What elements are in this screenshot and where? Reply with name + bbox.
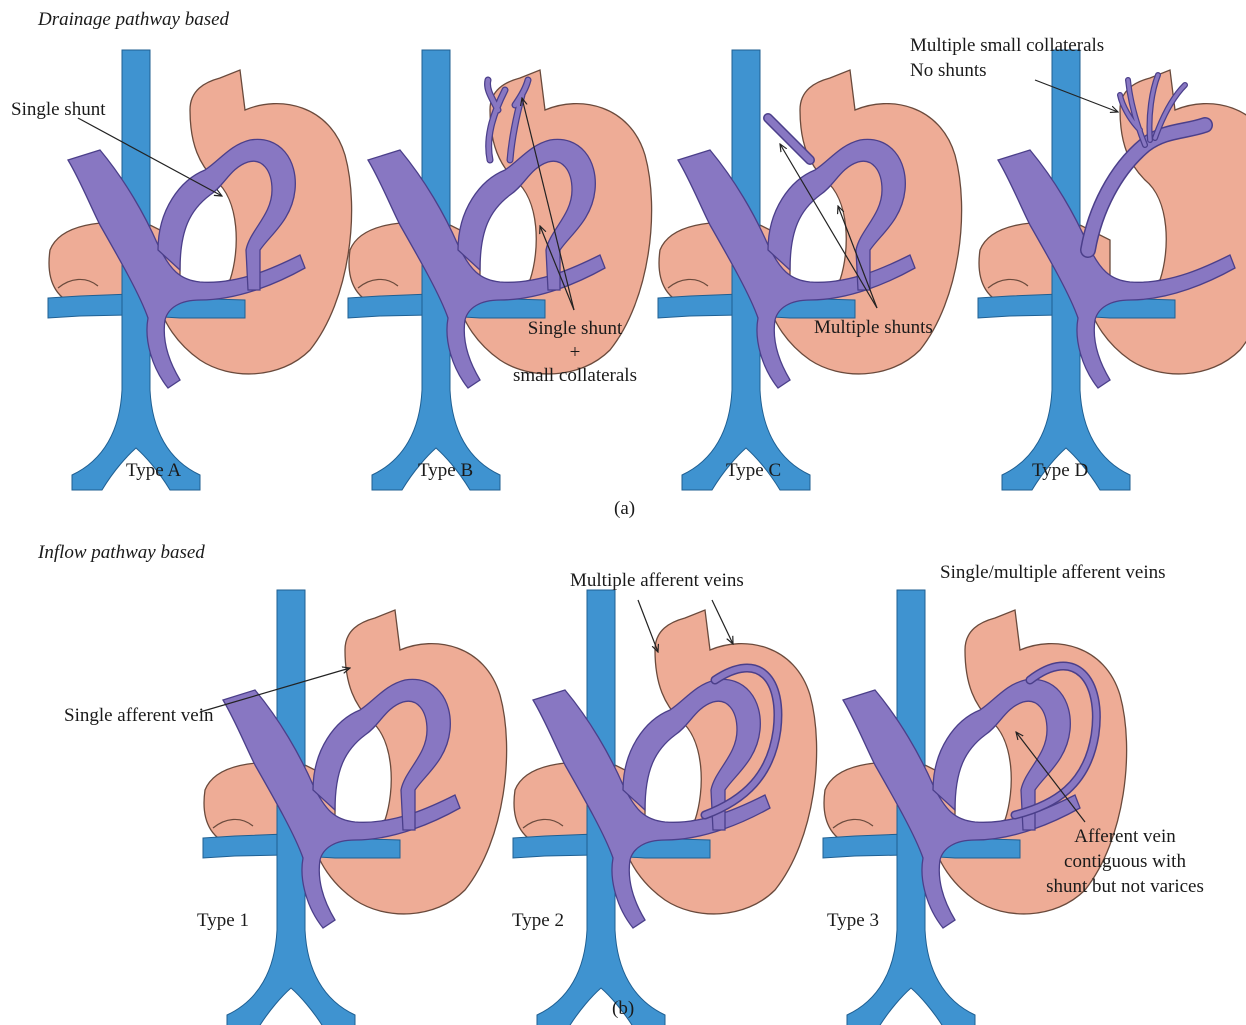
panel-a-type-c <box>658 50 962 490</box>
label-type-c: Type C <box>726 460 781 482</box>
callout-collaterals-2: No shunts <box>910 60 987 82</box>
callout-shunt-collaterals-1: Single shunt <box>500 318 650 340</box>
callout-collaterals-1: Multiple small collaterals <box>910 35 1104 57</box>
label-type-d: Type D <box>1032 460 1088 482</box>
callout-single-multiple-afferent: Single/multiple afferent veins <box>940 562 1166 584</box>
panel-b-type-1 <box>203 590 507 1025</box>
panel-a-caption: (a) <box>614 498 635 520</box>
panel-b-caption: (b) <box>612 998 634 1020</box>
panel-b-type-3 <box>823 590 1127 1025</box>
callout-contiguous-1: Afferent vein <box>1025 826 1225 848</box>
callout-contiguous-3: shunt but not varices <box>1025 876 1225 898</box>
panel-a-type-d <box>978 50 1246 490</box>
callout-single-shunt: Single shunt <box>11 99 105 121</box>
label-type-b: Type B <box>418 460 473 482</box>
label-type-3: Type 3 <box>827 910 879 932</box>
callout-shunt-collaterals-2: + <box>500 342 650 364</box>
label-type-2: Type 2 <box>512 910 564 932</box>
callout-single-afferent: Single afferent vein <box>64 705 214 727</box>
callout-multiple-afferent: Multiple afferent veins <box>570 570 744 592</box>
callout-contiguous-2: contiguous with <box>1025 851 1225 873</box>
panel-b-heading: Inflow pathway based <box>38 542 205 564</box>
callout-shunt-collaterals-3: small collaterals <box>500 365 650 387</box>
panel-a-type-b <box>348 50 652 490</box>
panel-a-heading: Drainage pathway based <box>38 9 229 31</box>
label-type-a: Type A <box>126 460 181 482</box>
label-type-1: Type 1 <box>197 910 249 932</box>
callout-multiple-shunts: Multiple shunts <box>814 317 933 339</box>
panel-b-type-2 <box>513 590 817 1025</box>
